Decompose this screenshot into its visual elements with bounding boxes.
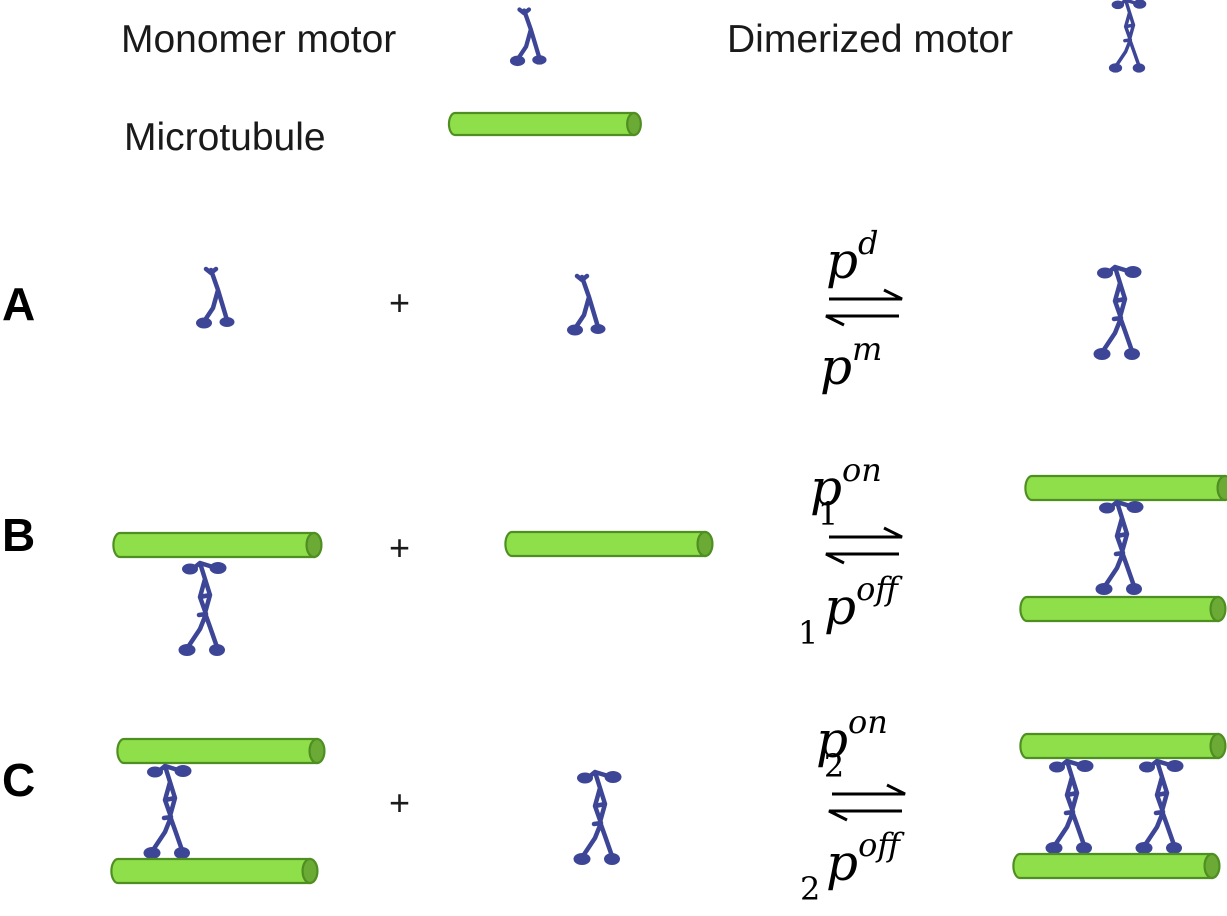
equilibrium-arrows-icon [825, 526, 903, 565]
row-c-label: C [2, 754, 35, 806]
equilibrium-arrows-icon [828, 783, 906, 822]
plus-sign: + [389, 782, 410, 823]
row-a-label: A [2, 278, 35, 330]
dimerized-motor-icon [144, 765, 192, 859]
plus-sign: + [389, 282, 410, 323]
monomer-motor-icon [196, 269, 235, 329]
monomer-motor-legend-icon [510, 10, 547, 67]
backward-rate-label: pm [820, 330, 882, 396]
dimerized-motor-icon [1096, 501, 1144, 595]
monomer-motor-icon [567, 276, 606, 336]
microtubule-icon [1019, 595, 1227, 623]
dimer-legend-label: Dimerized motor [727, 18, 1013, 61]
microtubule-icon [116, 737, 326, 765]
dimerized-motor-icon [179, 562, 227, 656]
forward-rate-label: pd [826, 224, 879, 290]
microtubule-icon [110, 857, 319, 885]
dimerized-motor-icon [1094, 266, 1142, 360]
microtubule-icon [1019, 732, 1227, 760]
plus-sign: + [389, 527, 410, 568]
microtubule-icon [504, 530, 714, 558]
microtubule-icon [1024, 474, 1227, 502]
dimerized-motor-icon [1136, 760, 1184, 854]
microtubule-icon [112, 531, 323, 559]
microtubule-icon [1012, 852, 1221, 880]
dimerized-motor-icon [574, 771, 622, 865]
microtubule-legend-label: Microtubule [124, 116, 326, 159]
microtubule-legend-icon [447, 111, 642, 137]
row-b-label: B [2, 509, 35, 561]
dimerized-motor-icon [1046, 760, 1094, 854]
dimerized-motor-legend-icon [1107, 0, 1149, 75]
equilibrium-arrows-icon [825, 288, 903, 327]
monomer-legend-label: Monomer motor [121, 18, 396, 61]
